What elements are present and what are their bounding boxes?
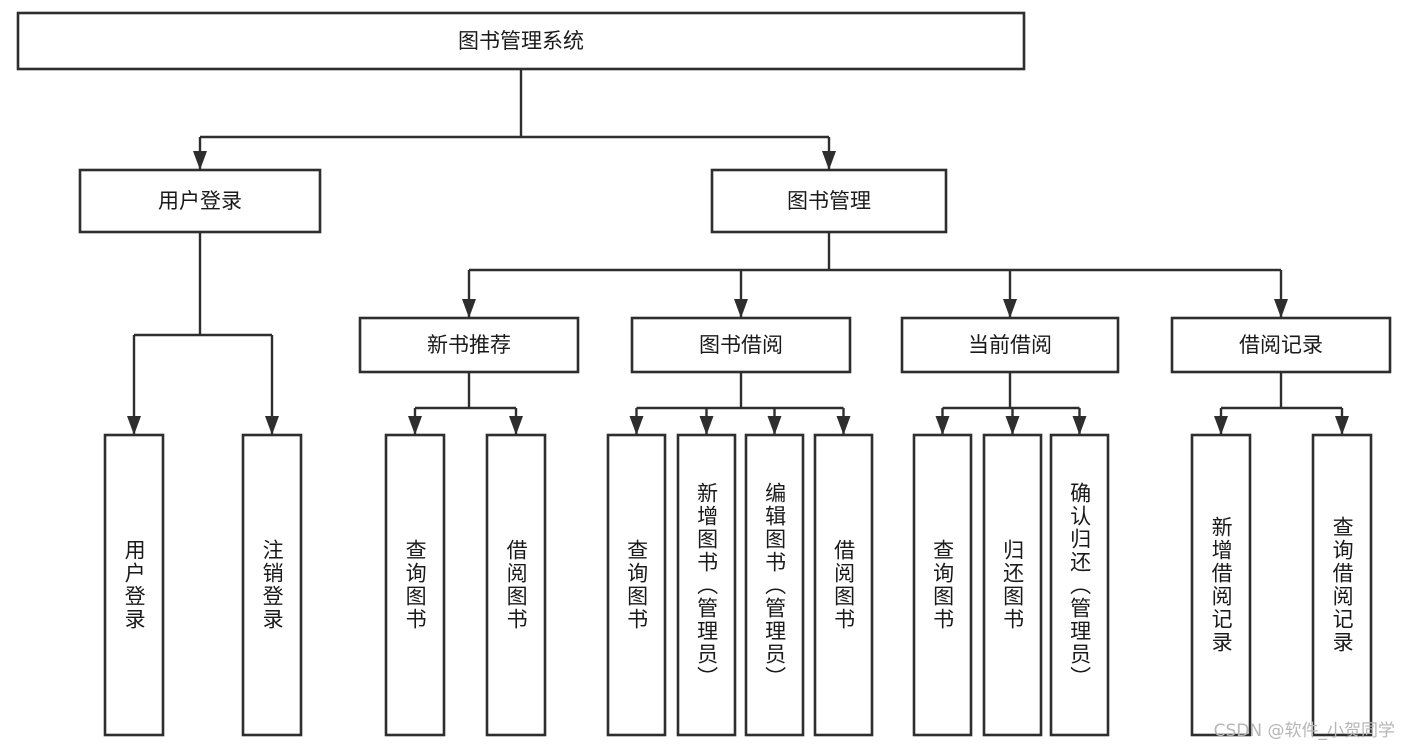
node-box-query-book-3[interactable] xyxy=(912,433,973,737)
arrow-head-icon xyxy=(935,416,950,435)
node-label: 新增借阅记录 xyxy=(1209,516,1234,654)
arrow-head-icon xyxy=(265,416,279,435)
node-label: 新书推荐 xyxy=(427,333,511,357)
node-label: 确认归还（管理员） xyxy=(1067,481,1092,689)
arrow-head-icon xyxy=(1005,416,1020,435)
node-label: 图书管理 xyxy=(787,189,871,213)
node-box-user-login[interactable] xyxy=(78,168,322,234)
arrow-head-icon xyxy=(822,151,836,170)
watermark-text: CSDN @软件_小贺同学 xyxy=(1213,721,1395,741)
node-box-root[interactable] xyxy=(16,11,1026,71)
node-label: 借阅记录 xyxy=(1239,333,1323,357)
node-box-edit-book-admin[interactable] xyxy=(744,433,805,737)
node-box-new-book-recommend[interactable] xyxy=(358,316,580,374)
arrow-head-icon xyxy=(509,416,523,435)
node-box-add-book-admin[interactable] xyxy=(676,433,737,737)
node-label: 查询图书 xyxy=(403,539,428,631)
node-label: 图书管理系统 xyxy=(458,29,584,53)
node-box-query-borrow-record[interactable] xyxy=(1311,433,1373,737)
node-box-book-borrow[interactable] xyxy=(630,316,852,374)
arrow-head-icon xyxy=(1214,416,1228,435)
node-box-confirm-return-admin[interactable] xyxy=(1049,433,1110,737)
node-label: 图书借阅 xyxy=(699,333,783,357)
node-label: 编辑图书（管理员） xyxy=(762,481,787,689)
node-label: 归还图书 xyxy=(1000,539,1025,631)
arrow-head-icon xyxy=(408,416,422,435)
arrow-head-icon xyxy=(1072,416,1087,435)
node-box-borrow-book-2[interactable] xyxy=(813,433,874,737)
node-box-return-book[interactable] xyxy=(982,433,1043,737)
node-box-borrow-book-1[interactable] xyxy=(485,433,547,737)
node-box-borrow-record[interactable] xyxy=(1170,316,1392,374)
node-label: 用户登录 xyxy=(122,539,147,631)
arrow-head-icon xyxy=(629,416,644,435)
node-box-current-borrow[interactable] xyxy=(900,316,1120,374)
edges-group xyxy=(127,69,1349,435)
arrow-head-icon xyxy=(193,151,207,170)
arrow-head-icon xyxy=(767,416,782,435)
node-label: 查询图书 xyxy=(930,539,955,631)
node-label: 注销登录 xyxy=(260,539,285,631)
arrow-head-icon xyxy=(1003,299,1017,318)
node-label: 借阅图书 xyxy=(504,539,529,631)
boxes-group xyxy=(16,11,1392,737)
node-box-query-book-1[interactable] xyxy=(384,433,446,737)
arrow-head-icon xyxy=(462,299,476,318)
node-label: 借阅图书 xyxy=(831,539,856,631)
node-label: 查询图书 xyxy=(624,539,649,631)
node-label: 新增图书（管理员） xyxy=(694,481,719,689)
node-box-book-management[interactable] xyxy=(710,168,948,234)
node-box-user-login-action[interactable] xyxy=(103,433,165,737)
node-label: 用户登录 xyxy=(158,189,242,213)
arrow-head-icon xyxy=(699,416,714,435)
arrow-head-icon xyxy=(127,416,141,435)
arrow-head-icon xyxy=(1274,299,1288,318)
node-box-user-logout-action[interactable] xyxy=(241,433,303,737)
node-label: 查询借阅记录 xyxy=(1330,516,1355,654)
arrow-head-icon xyxy=(836,416,851,435)
node-box-query-book-2[interactable] xyxy=(606,433,667,737)
node-label: 当前借阅 xyxy=(968,333,1052,357)
node-box-add-borrow-record[interactable] xyxy=(1190,433,1252,737)
arrow-head-icon xyxy=(1335,416,1349,435)
arrow-head-icon xyxy=(734,299,748,318)
